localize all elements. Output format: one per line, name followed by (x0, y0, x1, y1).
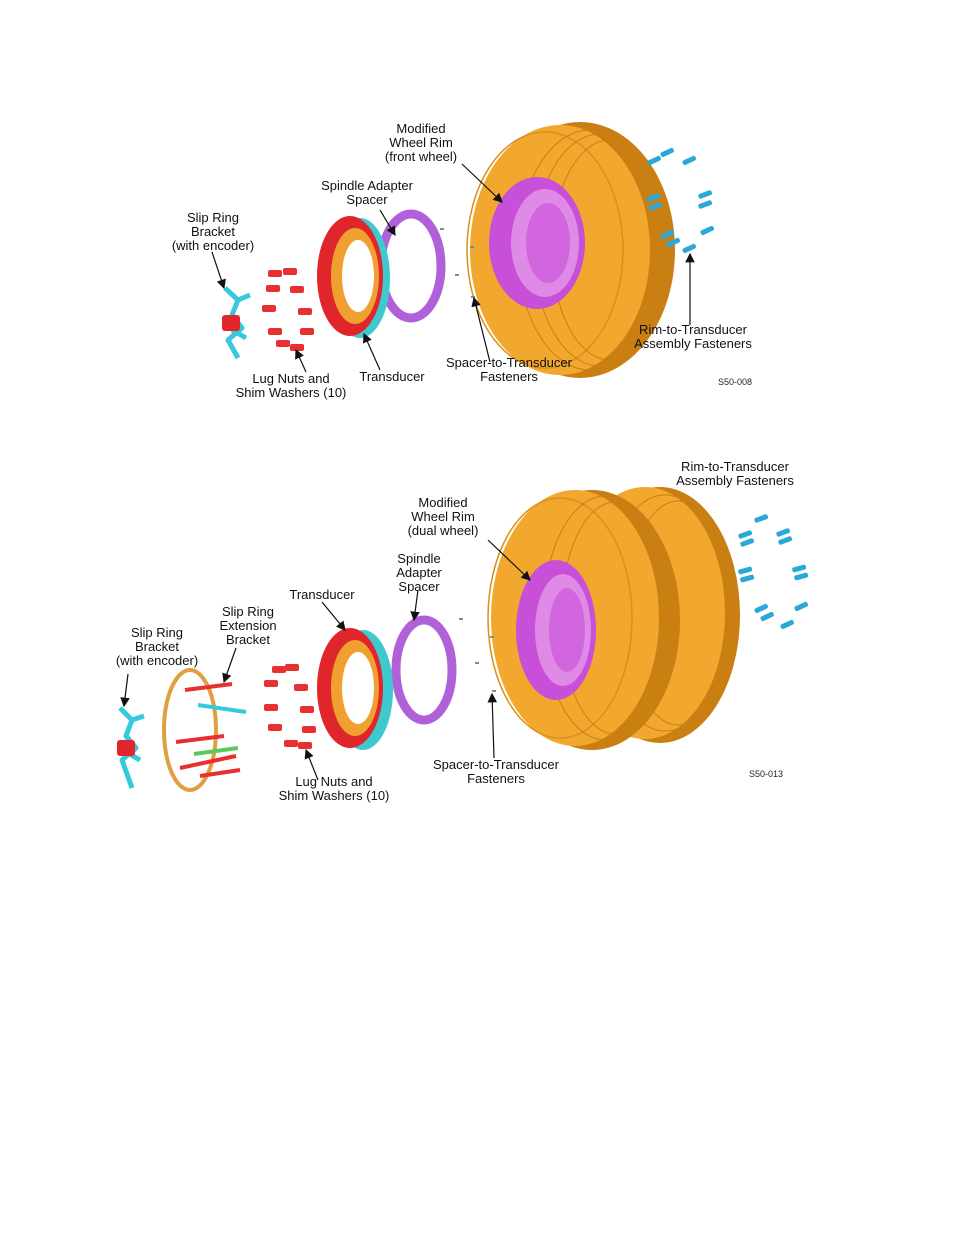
spacer-fasteners (459, 618, 496, 692)
figure-code: S50-013 (749, 769, 784, 779)
label-slip-ring-bracket: Slip Ring Bracket (with encoder) (171, 210, 255, 253)
spindle-adapter-spacer (376, 209, 446, 323)
label-rim-to-transducer-fasteners: Rim-to-Transducer Assembly Fasteners (676, 459, 794, 488)
transducer (317, 628, 393, 750)
modified-wheel-rim (516, 560, 596, 700)
transducer (317, 216, 390, 338)
figure-code: S50-008 (718, 377, 753, 387)
label-slip-ring-extension-bracket: Slip Ring Extension Bracket (219, 604, 277, 647)
lug-nuts (262, 268, 314, 351)
label-transducer: Transducer (359, 369, 425, 384)
leader-arrows (120, 539, 531, 781)
label-spacer-to-transducer-fasteners: Spacer-to-Transducer Fasteners (433, 757, 559, 786)
label-spacer-to-transducer-fasteners: Spacer-to-Transducer Fasteners (446, 355, 572, 384)
spindle-adapter-spacer (391, 615, 457, 725)
slip-ring-extension-bracket (162, 668, 247, 792)
slip-ring-bracket (117, 706, 145, 789)
front-wheel-exploded-view (211, 122, 714, 378)
slip-ring-bracket (222, 286, 251, 360)
label-transducer: Transducer (289, 587, 355, 602)
label-spindle-adapter-spacer: Spindle Adapter Spacer (321, 178, 413, 207)
rim-fasteners (646, 147, 714, 254)
figure-dual-wheel: Rim-to-Transducer Assembly Fasteners Mod… (0, 450, 954, 810)
lug-nuts (264, 664, 316, 749)
figure-front-wheel: Modified Wheel Rim (front wheel) Spindle… (0, 100, 954, 410)
label-spindle-adapter-spacer: Spindle Adapter Spacer (396, 551, 442, 594)
label-lug-nuts: Lug Nuts and Shim Washers (10) (235, 371, 347, 400)
label-slip-ring-bracket: Slip Ring Bracket (with encoder) (115, 625, 199, 668)
dual-wheel-exploded-view (117, 487, 809, 792)
label-rim-to-transducer-fasteners: Rim-to-Transducer Assembly Fasteners (634, 322, 752, 351)
label-modified-wheel-rim: Modified Wheel Rim (dual wheel) (407, 495, 479, 538)
modified-wheel-rim (489, 177, 585, 309)
leader-arrows (211, 163, 695, 373)
label-lug-nuts: Lug Nuts and Shim Washers (10) (278, 774, 390, 803)
rim-fasteners (738, 514, 809, 630)
label-modified-wheel-rim: Modified Wheel Rim (front wheel) (384, 121, 458, 164)
